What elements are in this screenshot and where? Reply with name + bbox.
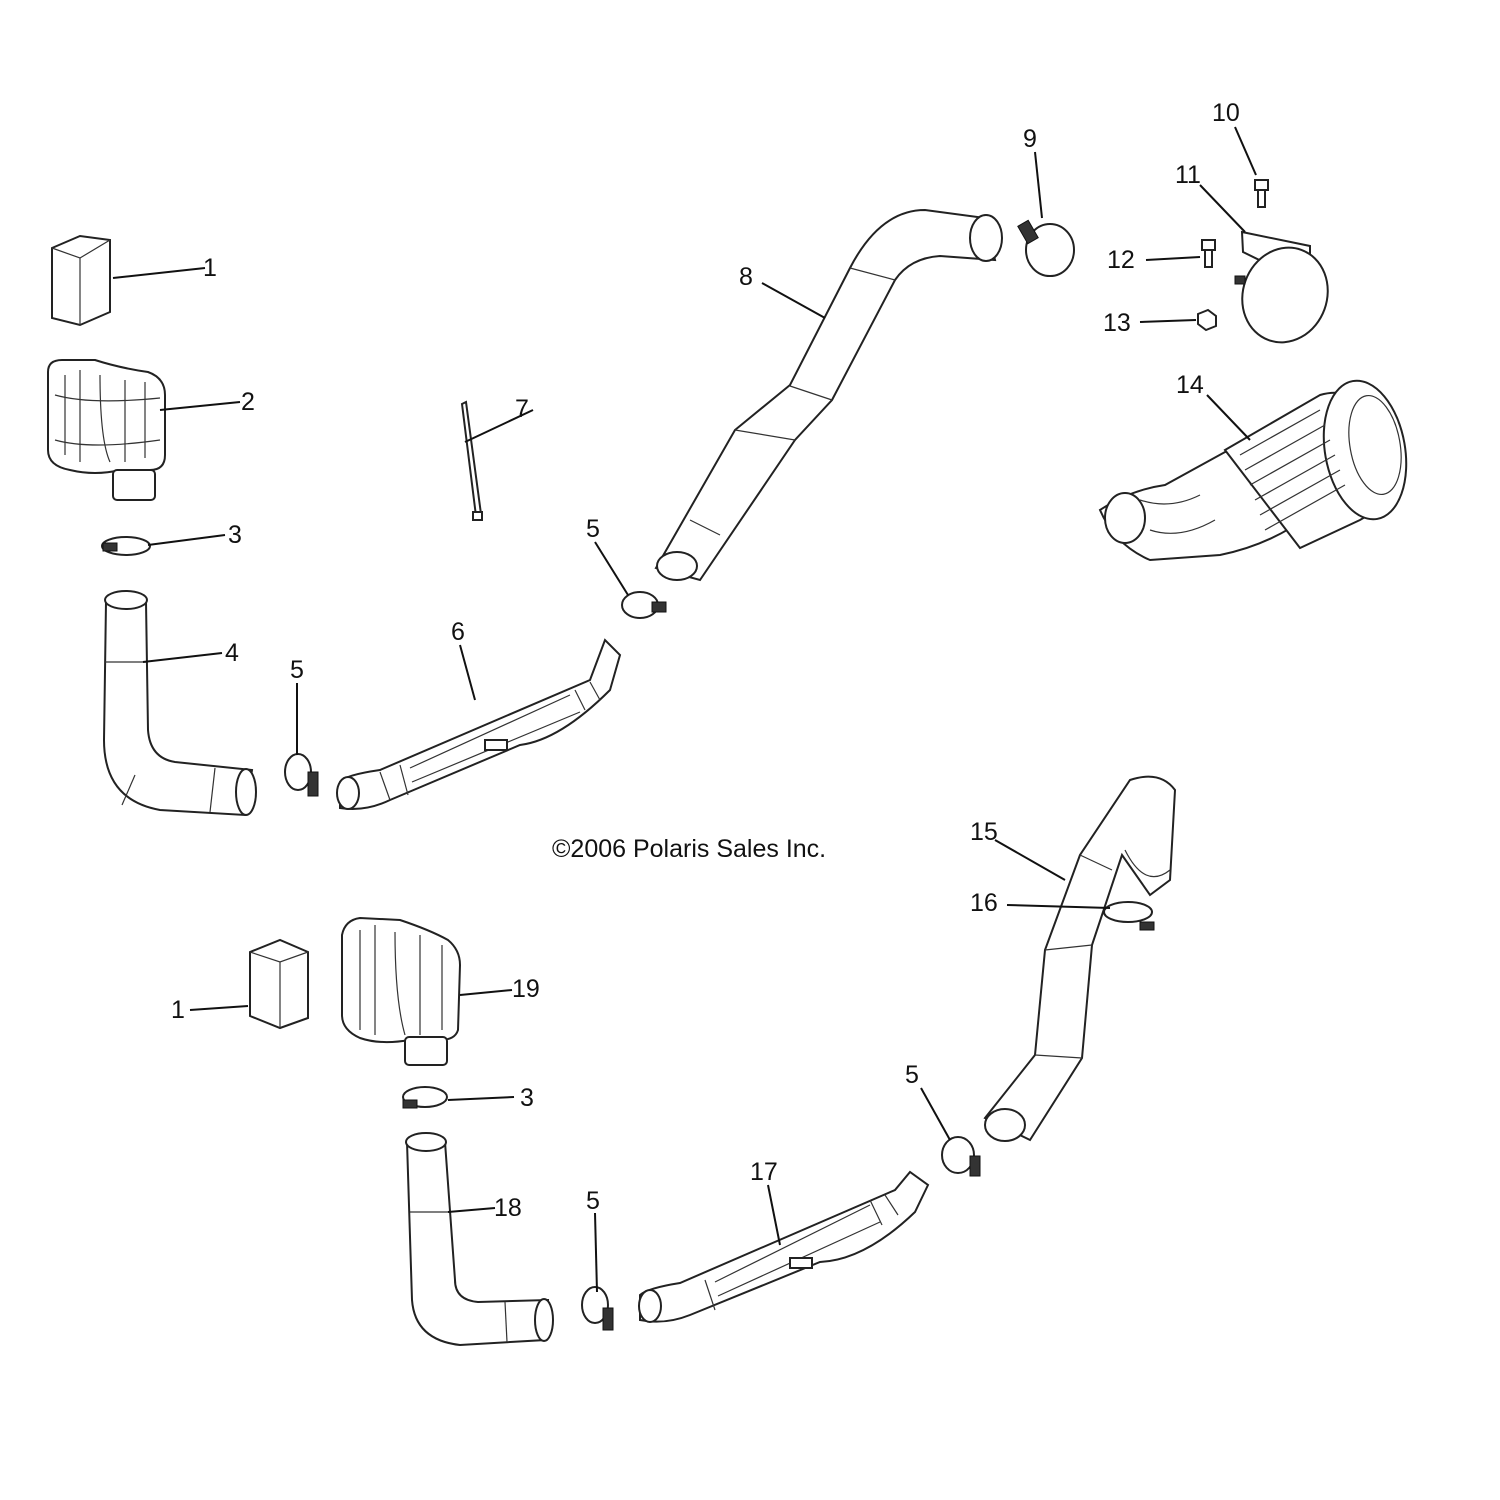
part-9-clamp bbox=[1017, 219, 1075, 277]
callout-3b: 3 bbox=[520, 1084, 534, 1112]
callout-16: 16 bbox=[970, 889, 998, 917]
callout-8: 8 bbox=[739, 263, 753, 291]
part-10-bolt bbox=[1254, 179, 1269, 208]
callout-5: 5 bbox=[290, 656, 304, 684]
callout-3: 3 bbox=[228, 521, 242, 549]
copyright-notice: ©2006 Polaris Sales Inc. bbox=[552, 835, 826, 863]
part-5-clamp-middle bbox=[621, 591, 667, 619]
callout-5b: 5 bbox=[586, 515, 600, 543]
part-3-clamp-lower bbox=[402, 1086, 448, 1109]
callout-1b: 1 bbox=[171, 996, 185, 1024]
callout-6: 6 bbox=[451, 618, 465, 646]
part-8-long-hose bbox=[654, 208, 1003, 582]
part-6-intake-duct bbox=[336, 638, 622, 810]
part-4-elbow-tube bbox=[102, 590, 257, 817]
part-16-clamp bbox=[1103, 901, 1155, 931]
callout-14: 14 bbox=[1176, 371, 1204, 399]
callout-2: 2 bbox=[241, 388, 255, 416]
part-5-clamp-lower-left bbox=[581, 1286, 614, 1331]
callout-17: 17 bbox=[750, 1158, 778, 1186]
callout-12: 12 bbox=[1107, 246, 1135, 274]
callout-7: 7 bbox=[515, 395, 529, 423]
part-12-bolt bbox=[1201, 239, 1216, 268]
callout-labels: 1 2 3 4 5 6 7 8 9 10 11 12 13 14 5 1 19 … bbox=[171, 99, 1240, 1222]
part-18-elbow-tube bbox=[405, 1132, 554, 1347]
part-2-airbox-cover bbox=[47, 359, 166, 501]
callout-10: 10 bbox=[1212, 99, 1240, 127]
callout-19: 19 bbox=[512, 975, 540, 1003]
callout-15: 15 bbox=[970, 818, 998, 846]
callout-9: 9 bbox=[1023, 125, 1037, 153]
part-5-clamp-lower-right bbox=[941, 1136, 981, 1177]
part-19-airbox-cover bbox=[341, 916, 462, 1066]
part-13-nut bbox=[1197, 308, 1217, 332]
callout-11: 11 bbox=[1175, 161, 1201, 189]
part-1-filter-block bbox=[51, 234, 111, 327]
callout-5d: 5 bbox=[905, 1061, 919, 1089]
part-1-filter-block-lower bbox=[249, 938, 309, 1030]
callout-1: 1 bbox=[203, 254, 217, 282]
part-3-clamp bbox=[101, 536, 151, 556]
leader-lines bbox=[112, 126, 1257, 1293]
part-15-tall-hose bbox=[983, 775, 1177, 1142]
part-17-intake-duct bbox=[638, 1170, 930, 1323]
callout-18: 18 bbox=[494, 1194, 522, 1222]
part-7-rod bbox=[460, 400, 483, 521]
callout-5c: 5 bbox=[586, 1187, 600, 1215]
part-5-clamp bbox=[284, 753, 319, 797]
part-11-bracket-strap bbox=[1234, 230, 1329, 344]
part-14-air-filter-assembly bbox=[1098, 379, 1408, 562]
callout-4: 4 bbox=[225, 639, 239, 667]
callout-13: 13 bbox=[1103, 309, 1131, 337]
